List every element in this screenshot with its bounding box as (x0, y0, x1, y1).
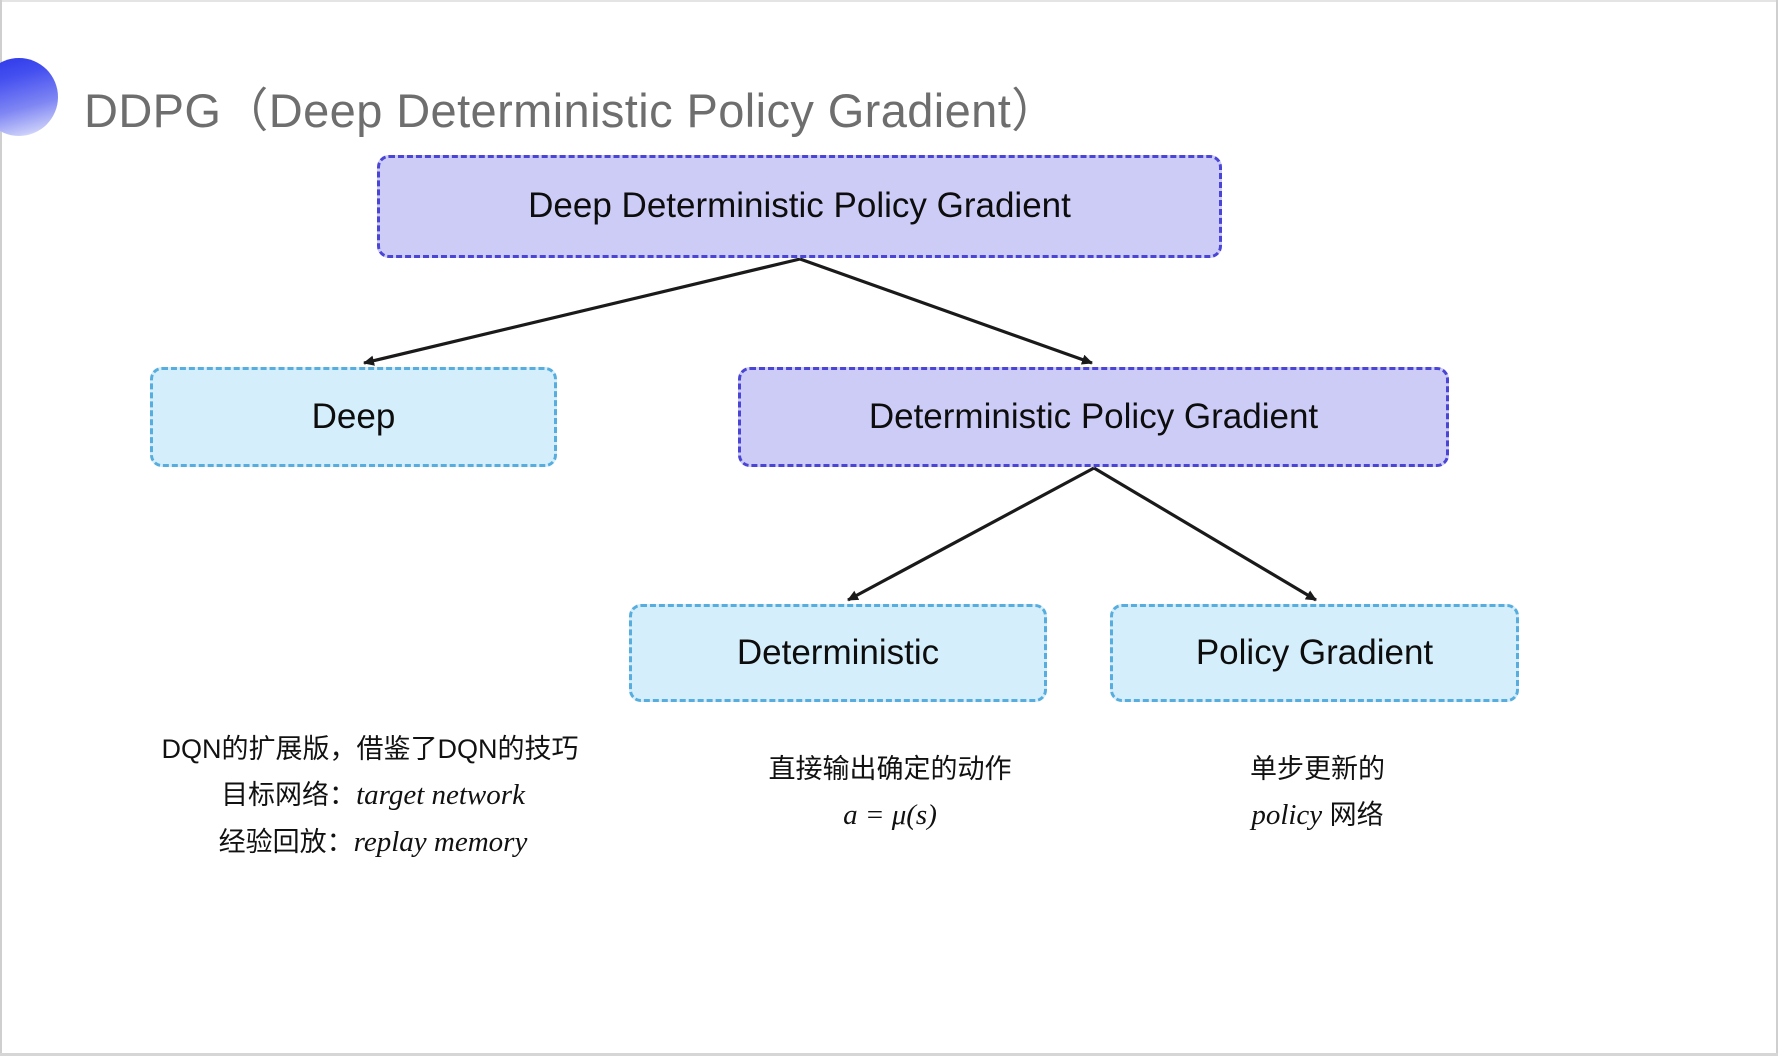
node-root[interactable]: Deep Deterministic Policy Gradient (377, 155, 1222, 258)
caption-policy-gradient-line-2: policy 网络 (1175, 792, 1460, 839)
slide-left-border (0, 0, 2, 1056)
caption-deterministic-line-1: 直接输出确定的动作 (768, 754, 1012, 784)
caption-deep: DQN的扩展版，借鉴了DQN的技巧 目标网络：target network 经验… (110, 728, 630, 866)
caption-policy-gradient-term: policy (1251, 798, 1323, 831)
node-deterministic[interactable]: Deterministic (629, 604, 1047, 702)
caption-deep-line-3-label: 经验回放： (218, 826, 354, 857)
caption-deterministic-formula: a = μ(s) (843, 798, 937, 831)
page-title: DDPG（Deep Deterministic Policy Gradient） (84, 84, 1059, 137)
slide-bottom-border (0, 1053, 1778, 1056)
caption-deep-line-2-term: target network (356, 778, 525, 811)
caption-deep-line-2: 目标网络：target network (110, 772, 630, 819)
node-policy-gradient[interactable]: Policy Gradient (1110, 604, 1519, 702)
caption-policy-gradient-suffix: 网络 (1322, 799, 1384, 830)
circle-gradient-icon (0, 58, 58, 136)
caption-policy-gradient-line-1: 单步更新的 (1250, 754, 1385, 784)
caption-deep-line-2-label: 目标网络： (221, 779, 357, 810)
node-deep[interactable]: Deep (150, 367, 557, 467)
slide-top-border (0, 0, 1778, 2)
caption-deep-line-3-term: replay memory (353, 825, 528, 858)
caption-deep-line-1: DQN的扩展版，借鉴了DQN的技巧 (161, 734, 579, 764)
node-deterministic-policy-gradient[interactable]: Deterministic Policy Gradient (738, 367, 1449, 467)
slide-right-border (1776, 0, 1778, 1056)
caption-deep-line-3: 经验回放：replay memory (110, 819, 630, 866)
caption-deterministic: 直接输出确定的动作 a = μ(s) (700, 748, 1080, 839)
caption-policy-gradient: 单步更新的 policy 网络 (1175, 748, 1460, 839)
